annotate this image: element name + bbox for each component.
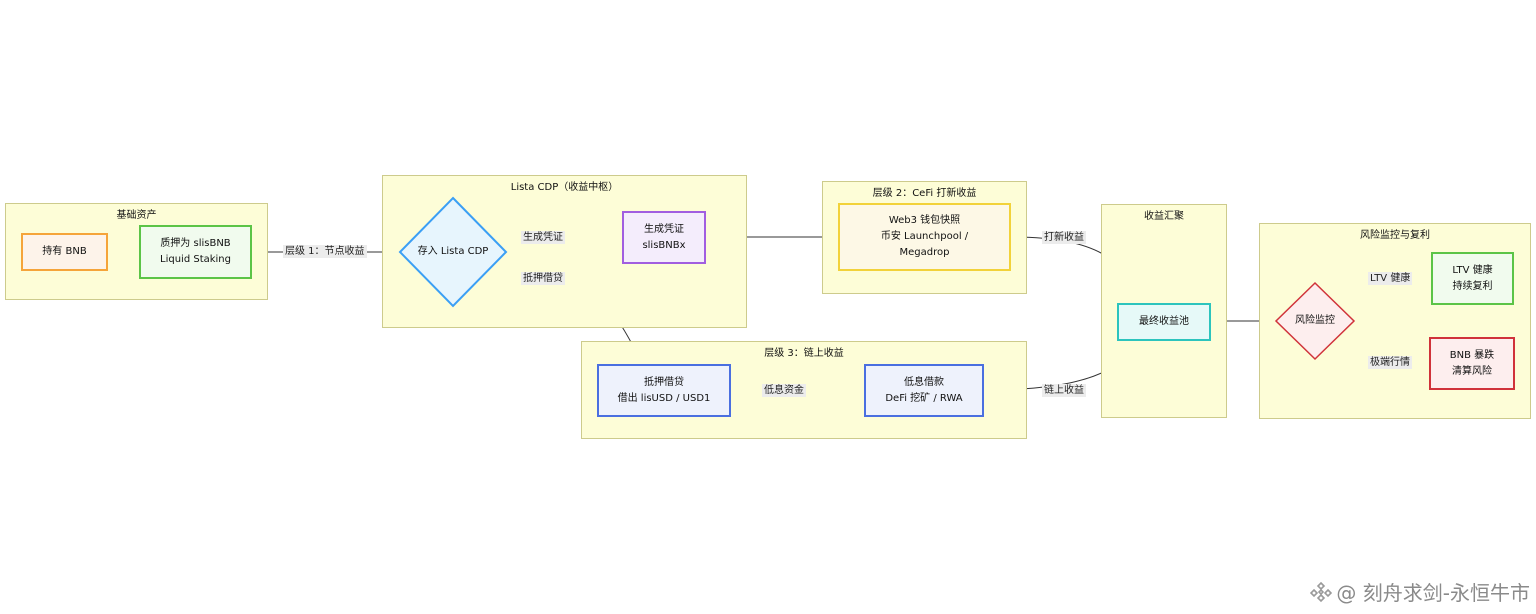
group-base-title: 基础资产: [116, 210, 157, 221]
node-stake[interactable]: 质押为 slisBNB Liquid Staking: [139, 225, 252, 279]
node-hold-bnb-label: 持有 BNB: [42, 246, 87, 257]
group-lista-title: Lista CDP（收益中枢）: [510, 182, 619, 193]
node-ltv-ok[interactable]: LTV 健康 持续复利: [1431, 252, 1514, 305]
node-pool-label: 最终收益池: [1139, 316, 1189, 327]
node-borrow-line1: 抵押借贷: [644, 376, 684, 388]
node-lowrate-line1: 低息借款: [904, 376, 944, 388]
node-stake-line1: 质押为 slisBNB: [160, 238, 231, 249]
node-stake-line2: Liquid Staking: [160, 254, 231, 265]
edge-label-pledge: 抵押借贷: [521, 272, 565, 285]
watermark-text: @ 刻舟求剑-永恒牛市: [1336, 581, 1530, 605]
node-web3-line1: Web3 钱包快照: [888, 215, 961, 226]
edge-label-ltv: LTV 健康: [1368, 272, 1413, 285]
edge-label-gen-voucher: 生成凭证: [521, 231, 565, 244]
node-voucher[interactable]: 生成凭证 slisBNBx: [622, 211, 706, 264]
node-ltv-ok-line2: 持续复利: [1452, 280, 1493, 292]
node-deposit-label: 存入 Lista CDP: [417, 246, 489, 257]
node-web3-line3: Megadrop: [899, 247, 950, 258]
node-monitor-label: 风险监控: [1295, 315, 1335, 326]
edge-label-ipo: 打新收益: [1042, 231, 1086, 244]
edge-label-extreme: 极端行情: [1368, 356, 1412, 369]
node-deposit[interactable]: 存入 Lista CDP: [398, 242, 508, 262]
node-crash-line2: 清算风险: [1452, 365, 1492, 377]
node-borrow-line2: 借出 lisUSD / USD1: [617, 392, 711, 404]
edge-label-lowfund: 低息资金: [762, 384, 806, 397]
node-voucher-line2: slisBNBx: [642, 239, 686, 251]
edge-label-chain: 链上收益: [1042, 384, 1086, 397]
edge-label-layer1: 层级 1：节点收益: [283, 245, 367, 258]
node-hold-bnb[interactable]: 持有 BNB: [21, 233, 108, 271]
node-monitor[interactable]: 风险监控: [1274, 311, 1356, 331]
group-onchain-title: 层级 3：链上收益: [764, 348, 844, 359]
node-lowrate[interactable]: 低息借款 DeFi 挖矿 / RWA: [864, 364, 984, 417]
node-borrow[interactable]: 抵押借贷 借出 lisUSD / USD1: [597, 364, 731, 417]
node-monitor-diamond[interactable]: [1274, 281, 1356, 361]
group-converge-title: 收益汇聚: [1144, 211, 1184, 222]
group-cefi-title: 层级 2：CeFi 打新收益: [872, 188, 977, 199]
node-crash[interactable]: BNB 暴跌 清算风险: [1429, 337, 1515, 390]
node-web3-line2: 币安 Launchpool /: [880, 231, 969, 242]
watermark-logo-icon: [1310, 581, 1333, 602]
node-voucher-line1: 生成凭证: [644, 223, 684, 235]
node-ltv-ok-line1: LTV 健康: [1452, 264, 1493, 276]
node-pool[interactable]: 最终收益池: [1117, 303, 1211, 341]
node-crash-line1: BNB 暴跌: [1449, 349, 1495, 361]
group-risk-title: 风险监控与复利: [1360, 230, 1430, 241]
node-lowrate-line2: DeFi 挖矿 / RWA: [885, 392, 963, 404]
node-deposit-diamond[interactable]: [398, 196, 508, 308]
node-web3[interactable]: Web3 钱包快照 币安 Launchpool / Megadrop: [838, 203, 1011, 271]
watermark: @ 刻舟求剑-永恒牛市: [1310, 577, 1530, 606]
